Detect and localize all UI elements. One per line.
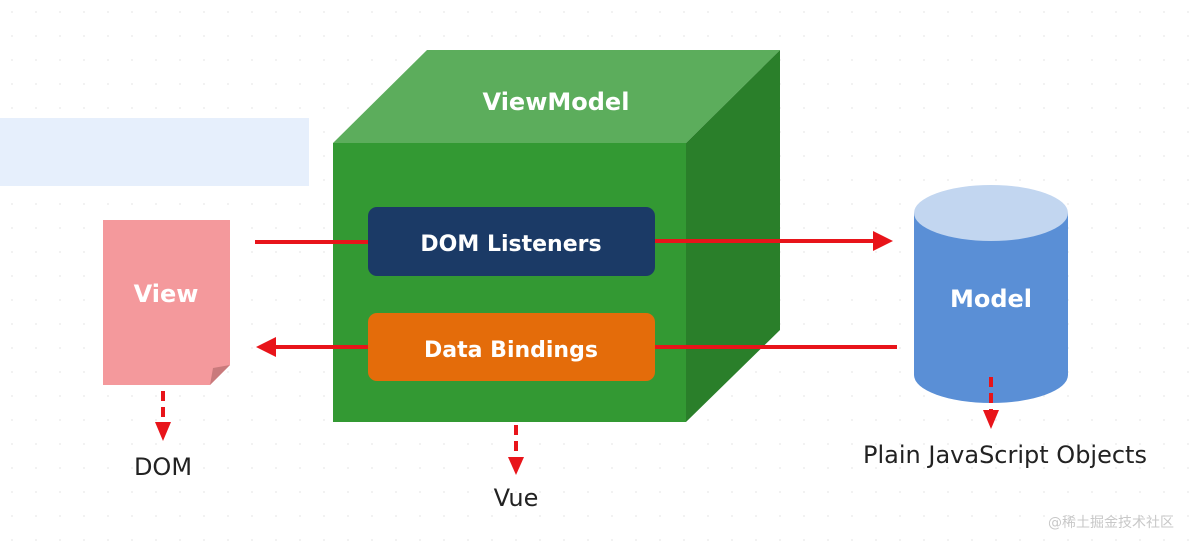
edge-dom-listeners-to-model [655,231,893,251]
edge-viewmodel-to-vue [508,425,524,475]
cube-side-face [686,50,780,422]
cube-top-face [333,50,780,143]
model-cylinder: Model [914,185,1068,403]
data-bindings-label: Data Bindings [424,338,598,363]
arrowhead-left [256,337,276,357]
dom-listeners-box: DOM Listeners [368,207,655,276]
arrowhead-down [983,410,999,429]
cylinder-top [914,185,1068,241]
arrowhead-right [873,231,893,251]
highlight-band [0,118,309,186]
watermark: @稀土掘金技术社区 [1048,515,1174,531]
folded-corner [210,365,230,385]
arrowhead-down [508,457,524,475]
data-bindings-box: Data Bindings [368,313,655,381]
arrowhead-down [155,422,171,441]
vue-output-label: Vue [494,484,539,512]
viewmodel-label: ViewModel [483,88,630,116]
dom-output-label: DOM [134,453,192,481]
dom-listeners-label: DOM Listeners [420,232,601,257]
edge-view-to-dom [155,391,171,441]
edge-data-bindings-to-view [256,337,368,357]
plain-objects-output-label: Plain JavaScript Objects [863,441,1147,469]
edge-model-to-plain-objects [983,377,999,429]
view-document: View [103,220,230,385]
model-label: Model [950,285,1032,313]
view-label: View [134,280,199,308]
viewmodel-cube: ViewModel [333,50,780,422]
